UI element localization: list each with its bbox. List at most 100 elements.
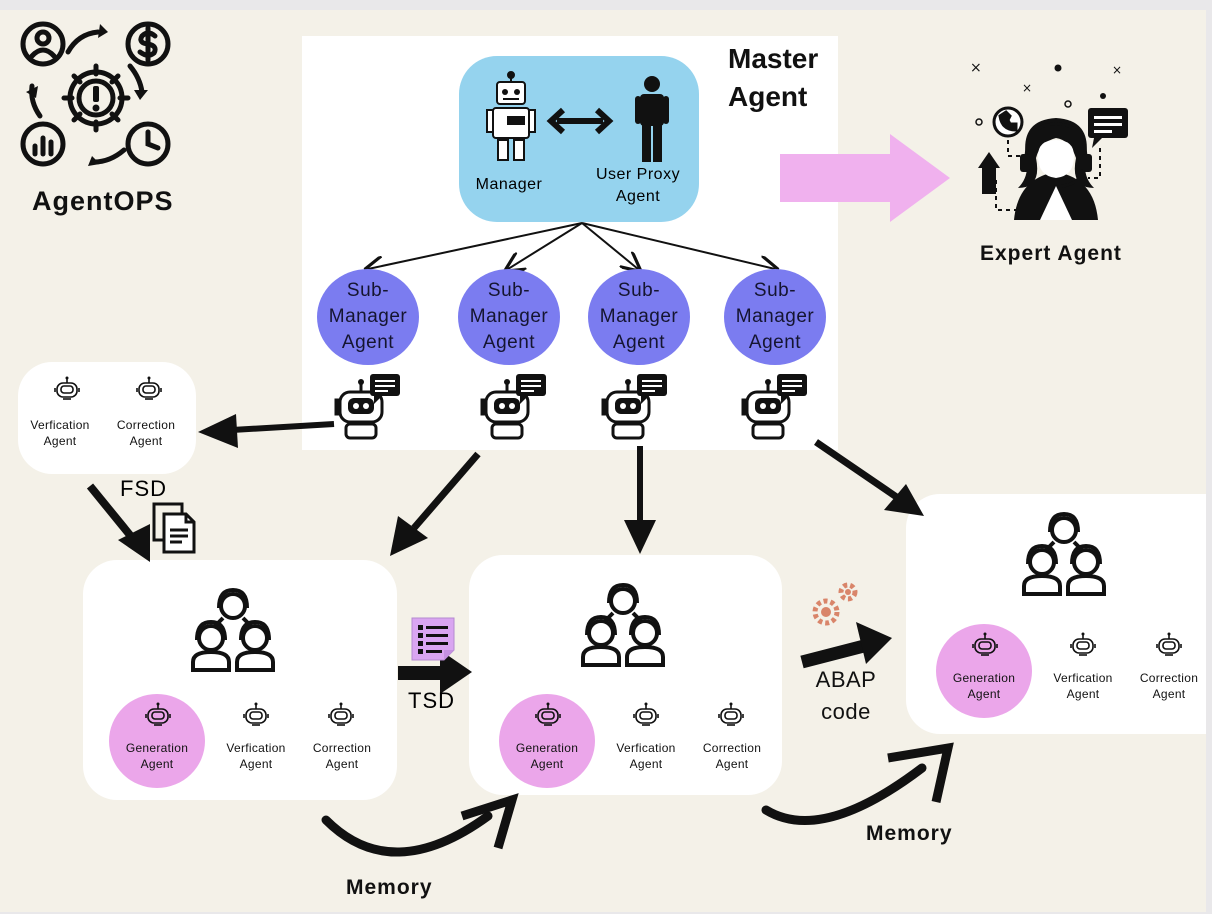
sub-manager-text: Sub- <box>487 280 531 301</box>
double-arrow-icon <box>546 107 614 135</box>
label-line: Agent <box>140 757 174 771</box>
label-line: Generation <box>952 671 1016 685</box>
pink-arrow-to-expert <box>780 134 950 222</box>
gears-icon <box>812 582 858 626</box>
flow-arrows <box>86 414 954 857</box>
abap-line2: code <box>821 699 871 724</box>
memory-label-left: Memory <box>346 876 433 899</box>
chatbot-icon <box>480 374 546 440</box>
sub-manager-text: Sub- <box>617 280 661 301</box>
document-icon <box>152 502 196 554</box>
list-document-icon <box>411 617 455 661</box>
sub-manager-text: Manager <box>328 306 408 327</box>
small-robot-icon <box>1070 632 1096 656</box>
small-robot-icon <box>718 702 744 726</box>
label-line: Agent <box>1152 687 1186 701</box>
user-proxy-line2: Agent <box>615 188 661 205</box>
agentops-title: AgentOPS <box>32 186 174 216</box>
label-line: Agent <box>43 434 77 448</box>
robot-icon <box>486 71 536 161</box>
sub-manager-text: Agent <box>748 332 802 353</box>
sub-manager-text: Manager <box>599 306 679 327</box>
tree-arrows <box>0 222 1206 912</box>
tsd-label: TSD <box>408 688 455 713</box>
agentops-cycle-icon <box>20 21 171 167</box>
user-proxy-label: User Proxy Agent <box>579 164 697 208</box>
diagram-canvas: AgentOPS Master Agent <box>0 10 1206 912</box>
label-line: Correction <box>116 418 176 432</box>
small-robot-icon <box>145 702 171 726</box>
sub-manager-text: Agent <box>482 332 536 353</box>
master-title-line2: Agent <box>728 81 808 112</box>
chatbot-icon <box>741 374 807 440</box>
master-title-line1: Master <box>728 43 819 74</box>
svg-text:×: × <box>1022 81 1032 95</box>
label-line: Generation <box>515 741 579 755</box>
small-robot-icon <box>243 702 269 726</box>
user-proxy-line1: User Proxy <box>595 166 681 183</box>
small-robot-icon <box>54 376 80 400</box>
abap-line1: ABAP <box>815 667 877 692</box>
sub-manager-text: Manager <box>735 306 815 327</box>
chatbot-icon <box>334 374 400 440</box>
label-line: Agent <box>1066 687 1100 701</box>
team-icon <box>581 582 665 667</box>
label-line: Correction <box>312 741 372 755</box>
fsd-label: FSD <box>120 476 167 501</box>
master-agent-title: Master Agent <box>728 40 818 116</box>
small-robot-icon <box>1156 632 1182 656</box>
memory-label-right: Memory <box>866 822 953 845</box>
label-line: Generation <box>125 741 189 755</box>
label-line: Agent <box>239 757 273 771</box>
manager-label: Manager <box>475 176 543 193</box>
headset-operator-icon: × × × <box>970 60 1128 220</box>
person-icon <box>635 76 669 162</box>
small-robot-icon <box>535 702 561 726</box>
small-robot-icon <box>136 376 162 400</box>
team-icon <box>191 587 275 672</box>
team-icon <box>1022 511 1106 596</box>
expert-agent-label: Expert Agent <box>980 242 1122 265</box>
small-robot-icon <box>328 702 354 726</box>
small-robot-icon <box>633 702 659 726</box>
manager-box: Manager User Proxy Agent <box>459 56 699 222</box>
label-line: Agent <box>715 757 749 771</box>
label-line: Agent <box>967 687 1001 701</box>
small-robot-icon <box>972 632 998 656</box>
label-line: Verfication <box>616 741 676 755</box>
sub-manager-text: Agent <box>341 332 395 353</box>
label-line: Agent <box>629 757 663 771</box>
label-line: Agent <box>530 757 564 771</box>
label-line: Agent <box>129 434 163 448</box>
chatbot-icon <box>601 374 667 440</box>
svg-text:×: × <box>970 60 982 76</box>
sub-manager-text: Sub- <box>346 280 390 301</box>
label-line: Verfication <box>226 741 286 755</box>
sub-manager-text: Agent <box>612 332 666 353</box>
sub-manager-text: Manager <box>469 306 549 327</box>
sub-manager-text: Sub- <box>753 280 797 301</box>
svg-text:×: × <box>1112 63 1122 77</box>
label-line: Correction <box>702 741 762 755</box>
label-line: Agent <box>325 757 359 771</box>
abap-code-label: ABAP code <box>806 664 886 728</box>
label-line: Verfication <box>30 418 90 432</box>
